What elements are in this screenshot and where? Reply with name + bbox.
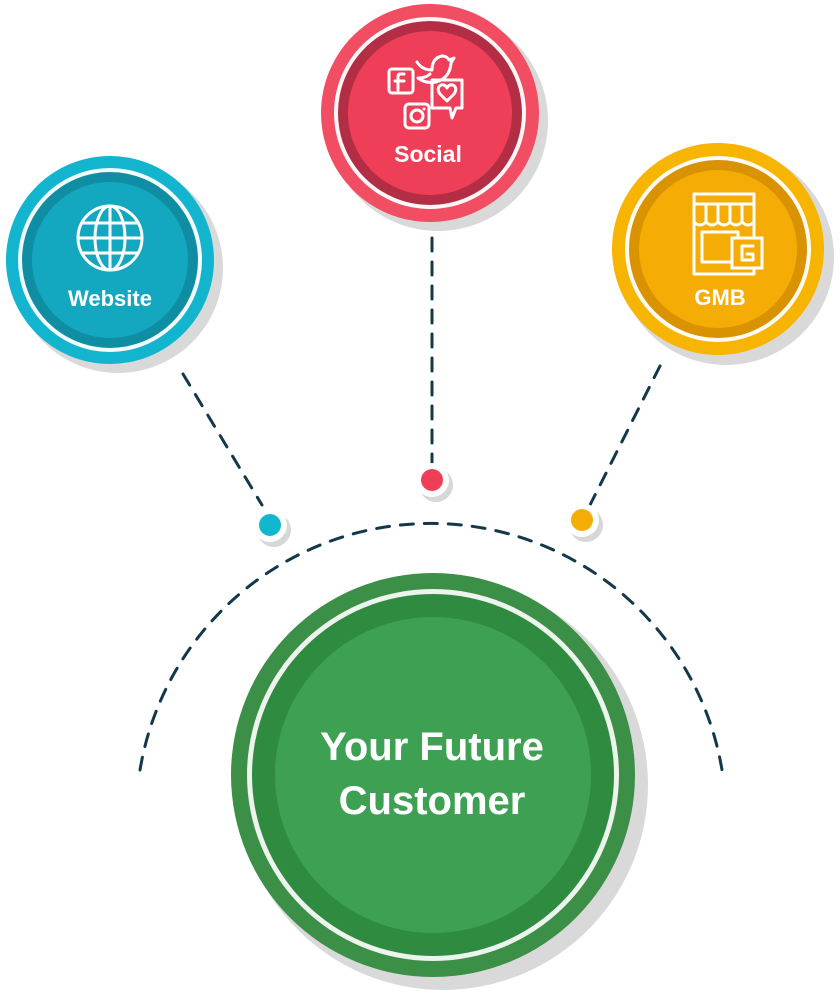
- social-media-icon: [387, 54, 464, 130]
- outer-dashed-arc: [138, 521, 724, 772]
- center-node[interactable]: Your Future Customer: [231, 573, 648, 990]
- website-connector: [181, 372, 264, 507]
- globe-icon: [76, 204, 144, 272]
- gmb-label: GMB: [694, 285, 745, 310]
- gmb-node[interactable]: GMB: [612, 143, 834, 365]
- gmb-junction-dot: [565, 503, 603, 542]
- website-junction-dot: [253, 508, 291, 547]
- center-label-line2: Customer: [339, 779, 526, 823]
- social-label: Social: [394, 141, 462, 167]
- gmb-connector: [588, 364, 662, 507]
- website-node[interactable]: Website: [6, 156, 223, 373]
- social-node[interactable]: Social: [321, 4, 548, 231]
- center-label-line1: Your Future: [320, 725, 544, 769]
- storefront-icon: [692, 192, 764, 276]
- social-junction-dot: [415, 463, 453, 502]
- website-label: Website: [68, 286, 152, 311]
